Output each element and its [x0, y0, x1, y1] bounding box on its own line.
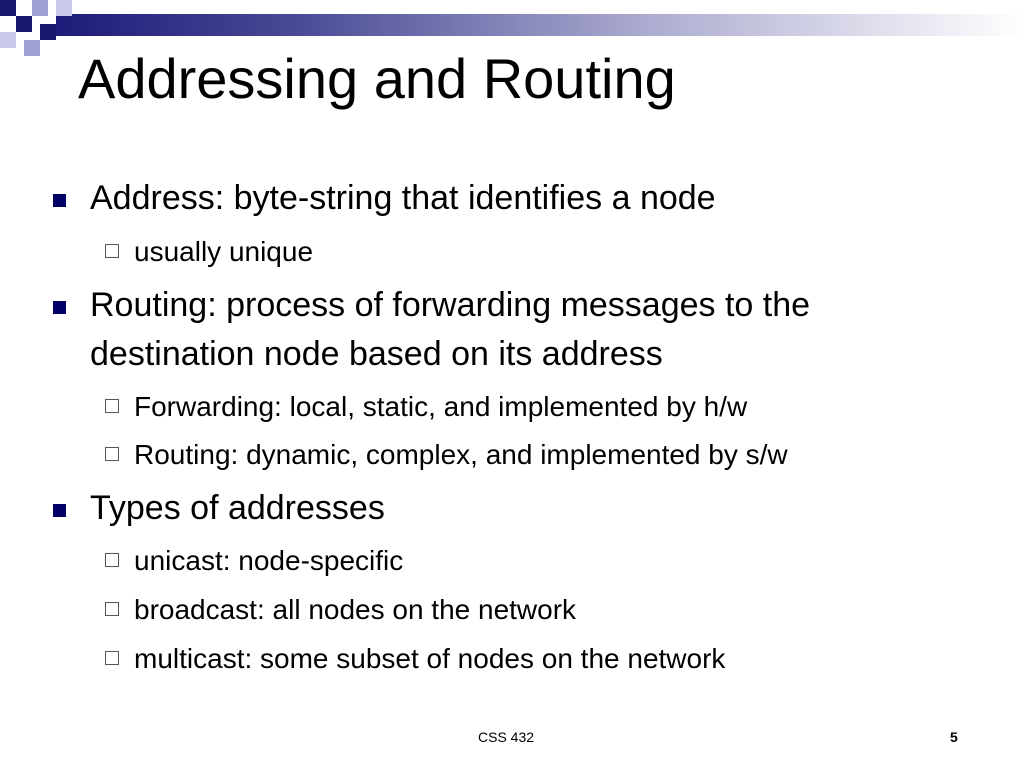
square-bullet-icon: [53, 504, 66, 517]
bullet-text: Address: byte-string that identifies a n…: [90, 179, 716, 217]
hollow-square-bullet-icon: [105, 447, 119, 461]
bullet-item: Address: byte-string that identifies a n…: [53, 174, 716, 223]
header-gradient-band: [56, 14, 1024, 36]
hollow-square-bullet-icon: [105, 244, 119, 258]
sub-bullet-item: Forwarding: local, static, and implement…: [105, 389, 748, 425]
square-bullet-icon: [53, 301, 66, 314]
sub-bullet-text: unicast: node-specific: [134, 545, 404, 576]
hollow-square-bullet-icon: [105, 399, 119, 413]
decor-square: [56, 0, 72, 16]
decor-square: [0, 0, 16, 16]
slide-number: 5: [950, 729, 958, 745]
sub-bullet-text: multicast: some subset of nodes on the n…: [134, 643, 726, 674]
square-bullet-icon: [53, 194, 66, 207]
sub-bullet-item: broadcast: all nodes on the network: [105, 592, 577, 628]
footer-course-label: CSS 432: [478, 729, 535, 745]
decor-square: [24, 40, 40, 56]
sub-bullet-item: usually unique: [105, 234, 314, 270]
sub-bullet-text: Routing: dynamic, complex, and implement…: [134, 439, 788, 470]
sub-bullet-text: Forwarding: local, static, and implement…: [134, 391, 748, 422]
sub-bullet-item: Routing: dynamic, complex, and implement…: [105, 437, 788, 473]
hollow-square-bullet-icon: [105, 651, 119, 665]
sub-bullet-text: usually unique: [134, 236, 314, 267]
bullet-text: Routing: process of forwarding messages …: [90, 286, 811, 324]
hollow-square-bullet-icon: [105, 553, 119, 567]
sub-bullet-item: unicast: node-specific: [105, 543, 404, 579]
bullet-item: Routing: process of forwarding messages …: [53, 281, 811, 379]
sub-bullet-item: multicast: some subset of nodes on the n…: [105, 641, 726, 677]
slide-title: Addressing and Routing: [78, 47, 676, 110]
bullet-item: Types of addresses: [53, 484, 385, 533]
decor-square: [32, 0, 48, 16]
decor-square: [0, 32, 16, 48]
decor-square: [16, 16, 32, 32]
bullet-text: Types of addresses: [90, 489, 385, 527]
decor-square: [40, 24, 56, 40]
bullet-text: destination node based on its address: [90, 335, 663, 373]
hollow-square-bullet-icon: [105, 602, 119, 616]
sub-bullet-text: broadcast: all nodes on the network: [134, 594, 577, 625]
